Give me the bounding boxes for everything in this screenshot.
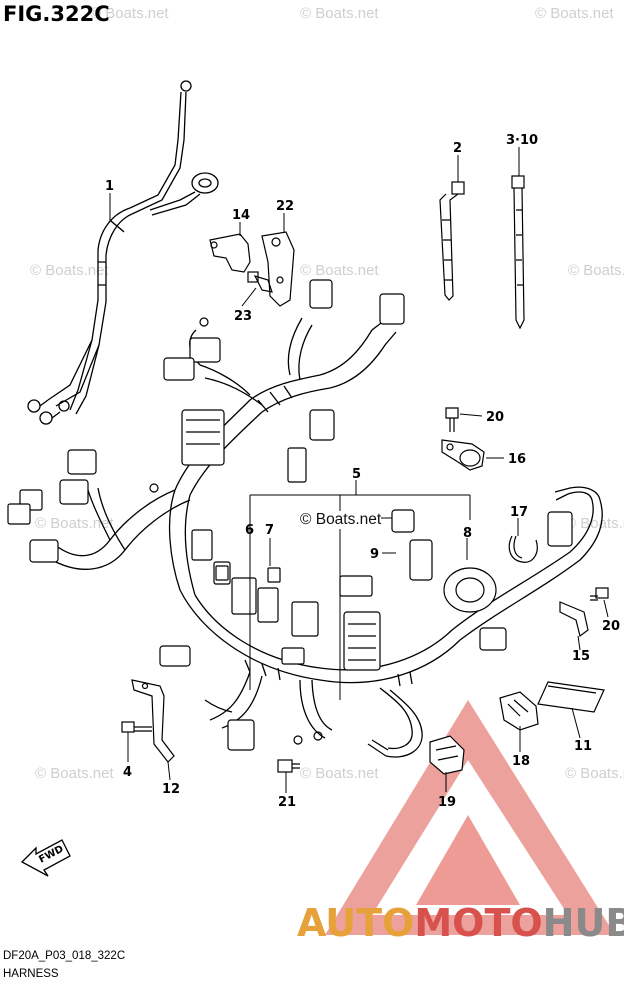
brand-wordmark: AUTOMOTOHUB xyxy=(297,901,624,945)
brand-triangle-logo xyxy=(325,700,615,935)
watermark-text: © Boats.net xyxy=(300,765,379,782)
part-5-group-lines xyxy=(249,480,471,700)
callout-label: 2 xyxy=(453,141,462,156)
battery-cable-part xyxy=(27,80,219,425)
callout-label: 8 xyxy=(463,526,472,541)
watermark-text: © Boats.net xyxy=(30,262,109,279)
callout-label: 5 xyxy=(352,467,361,482)
watermark-text: © Boats.net xyxy=(300,262,379,279)
main-wire-harness xyxy=(51,317,603,758)
brand-part-auto: AUTO xyxy=(297,901,415,945)
callout-label: 1 xyxy=(105,179,114,194)
callout-label: 4 xyxy=(123,765,132,780)
center-watermark: © Boats.net xyxy=(300,511,382,529)
callout-label: 21 xyxy=(278,795,296,810)
cable-tie-parts xyxy=(439,175,525,330)
watermark-text: © Boats.net xyxy=(568,262,624,279)
callout-label: 3·10 xyxy=(506,133,538,148)
watermark-text: © Boats.net xyxy=(565,765,624,782)
callout-label: 7 xyxy=(265,523,274,538)
callout-label: 12 xyxy=(162,782,180,797)
watermark-text: © Boats.net xyxy=(565,515,624,532)
callout-label: 22 xyxy=(276,199,294,214)
callout-label: 20 xyxy=(602,619,620,634)
watermark-text: © Boats.net xyxy=(35,765,114,782)
watermark-text: © Boats.net xyxy=(35,515,114,532)
clamp-parts xyxy=(441,407,485,471)
watermark-text: © Boats.net xyxy=(535,5,614,22)
bracket-parts-top xyxy=(209,231,295,307)
figure-name: HARNESS xyxy=(3,968,59,980)
figure-code: DF20A_P03_018_322C xyxy=(3,950,126,962)
callout-label: 9 xyxy=(370,547,379,562)
watermark-text: © Boats.net xyxy=(300,5,379,22)
connector-blocks xyxy=(7,279,573,751)
callout-label: 19 xyxy=(438,795,456,810)
brand-part-moto: MOTO xyxy=(414,901,543,945)
bolt-21 xyxy=(277,759,300,773)
callout-label: 6 xyxy=(245,523,254,538)
forward-direction-arrow: FWD xyxy=(20,839,71,877)
clip-19 xyxy=(429,735,465,775)
clip-and-sheet-parts xyxy=(499,681,605,731)
callout-label: 16 xyxy=(508,452,526,467)
bracket-right-part xyxy=(559,587,609,638)
ring-terminals xyxy=(149,317,389,757)
bracket-lower-left xyxy=(121,679,175,763)
callout-label: 20 xyxy=(486,410,504,425)
callout-label: 15 xyxy=(572,649,590,664)
callout-label: 23 xyxy=(234,309,252,324)
callout-label: 17 xyxy=(510,505,528,520)
brand-part-hub: HUB xyxy=(542,901,624,945)
callout-label: 18 xyxy=(512,754,530,769)
callout-label: 11 xyxy=(574,739,592,754)
watermark-text: © Boats.net xyxy=(90,5,169,22)
callout-leaders xyxy=(109,147,609,793)
band-part xyxy=(508,535,538,563)
callout-label: 14 xyxy=(232,208,250,223)
callout-numbers: 1 2 3·10 14 22 23 20 16 5 6 7 13 9 8 17 … xyxy=(105,133,620,810)
figure-title: FIG.322C xyxy=(3,2,110,26)
